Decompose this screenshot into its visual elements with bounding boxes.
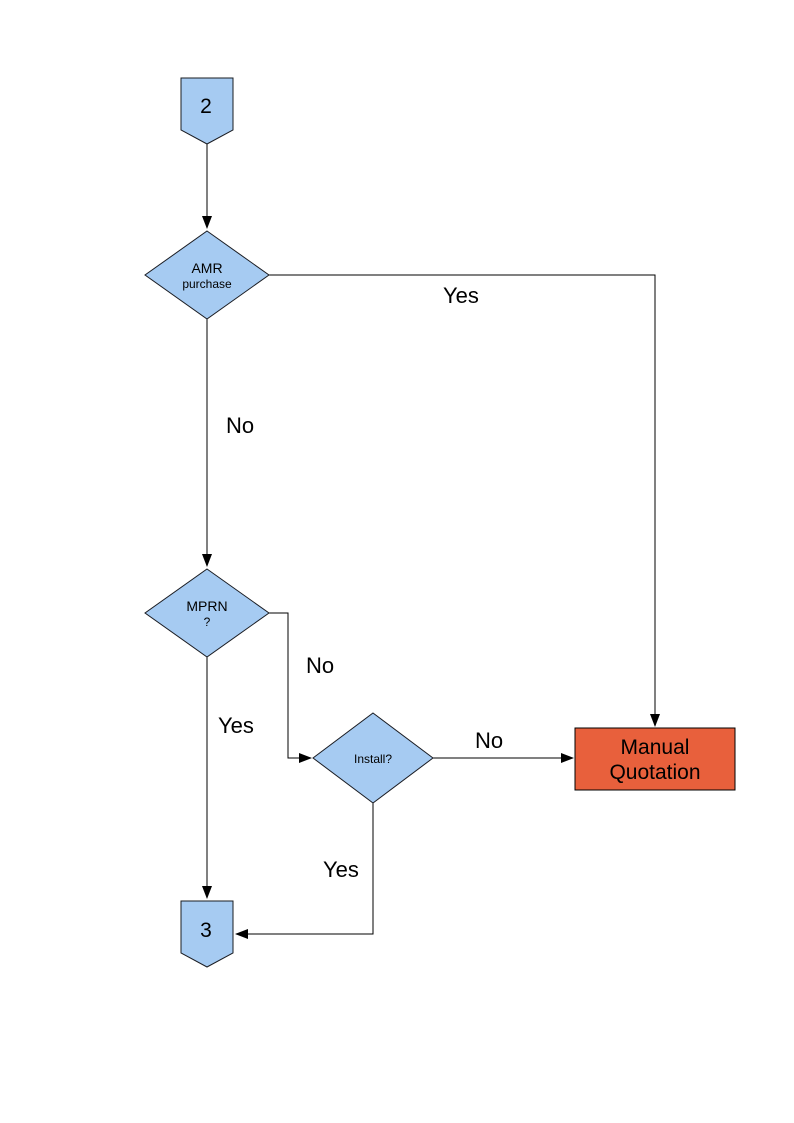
terminal-manual-quotation-line2: Quotation <box>609 761 700 784</box>
edge-label-amr-yes: Yes <box>443 283 479 308</box>
decision-mprn-line1: MPRN <box>186 598 227 614</box>
decision-install-shape <box>312 712 434 804</box>
offpage-connector-2: 2 <box>180 77 234 145</box>
offpage-connector-2-shape <box>180 77 234 145</box>
offpage-connector-3-label: 3 <box>200 919 212 942</box>
offpage-connector-3-shape <box>180 900 234 968</box>
decision-amr-purchase-shape <box>144 230 270 320</box>
decision-amr-purchase-line2: purchase <box>182 277 232 291</box>
decision-mprn-shape <box>144 568 270 658</box>
decision-install: Install? <box>312 712 434 804</box>
edge-amr-yes <box>269 274 660 727</box>
decision-amr-purchase-line1: AMR <box>191 260 222 276</box>
decision-mprn: MPRN ? <box>144 568 270 658</box>
edge-mprn-no <box>269 612 312 763</box>
offpage-connector-2-label: 2 <box>200 95 212 118</box>
decision-mprn-line2: ? <box>204 615 211 629</box>
offpage-connector-3: 3 <box>180 900 234 968</box>
edge-label-amr-no: No <box>226 413 254 438</box>
edge-install-yes <box>235 803 374 939</box>
edge-label-mprn-no: No <box>306 653 334 678</box>
terminal-manual-quotation-line1: Manual <box>621 736 690 759</box>
terminal-manual-quotation: Manual Quotation <box>574 727 736 791</box>
edge-label-install-yes: Yes <box>323 857 359 882</box>
decision-amr-purchase: AMR purchase <box>144 230 270 320</box>
edge-label-install-no: No <box>475 728 503 753</box>
edge-label-mprn-yes: Yes <box>218 713 254 738</box>
decision-install-label: Install? <box>354 752 392 766</box>
terminal-manual-quotation-shape <box>574 727 736 791</box>
